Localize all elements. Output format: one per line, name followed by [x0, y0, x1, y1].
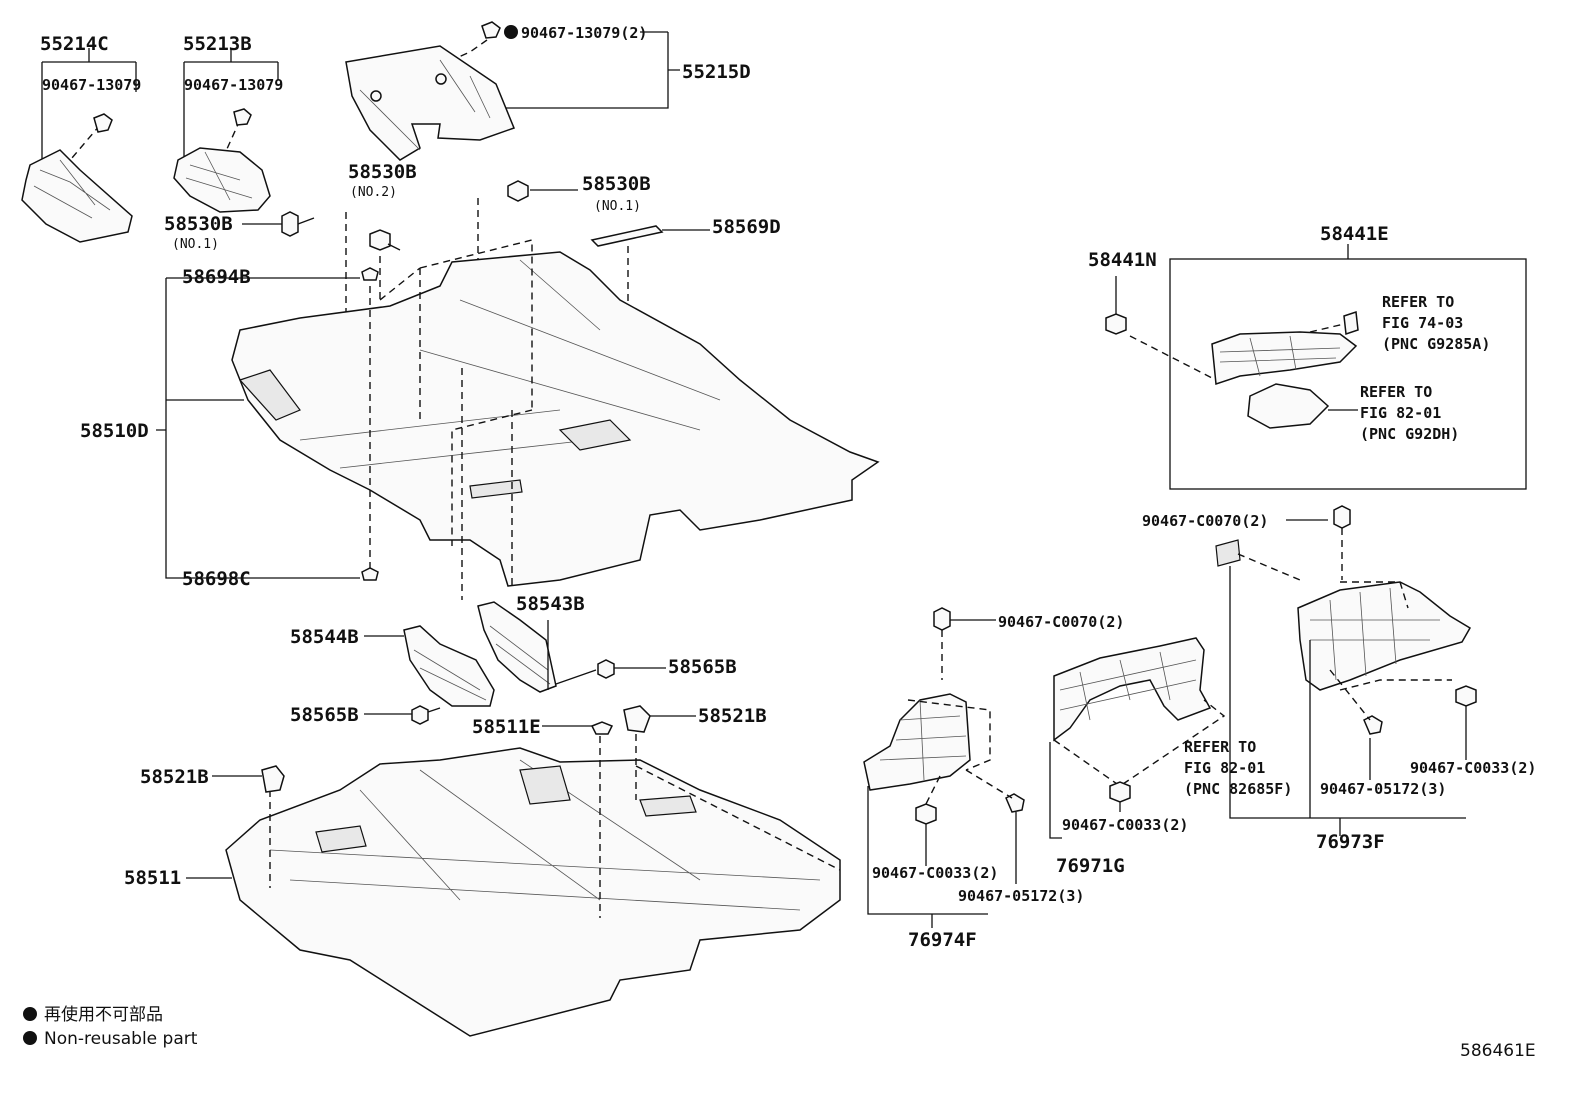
label-c0033-right: 90467-C0033(2)	[1410, 759, 1536, 777]
label-55213B-clip: 90467-13079	[184, 76, 283, 94]
label-no2: (NO.2)	[350, 185, 397, 200]
label-refer3-a: REFER TO	[1184, 738, 1256, 756]
label-58694B: 58694B	[182, 266, 251, 288]
legend-line-jp: 再使用不可部品	[44, 1004, 163, 1025]
label-55214C: 55214C	[40, 33, 109, 55]
label-58510D: 58510D	[80, 420, 149, 442]
label-c0033-left: 90467-C0033(2)	[872, 864, 998, 882]
label-no1-left: (NO.1)	[172, 237, 219, 252]
label-refer1-c: (PNC G9285A)	[1382, 335, 1490, 353]
part-76974F-group	[863, 607, 1025, 928]
label-05172-left: 90467-05172(3)	[958, 887, 1084, 905]
label-55215D-clip: 90467-13079(2)	[521, 24, 647, 42]
non-reusable-dot-icon	[23, 1007, 37, 1021]
part-58441E-group	[1105, 244, 1527, 490]
label-58530B-no1-left: 58530B	[164, 213, 233, 235]
label-refer1-b: FIG 74-03	[1382, 314, 1463, 332]
label-c0070-right: 90467-C0070(2)	[1142, 512, 1268, 530]
clip-group-58530B	[242, 180, 710, 390]
label-58569D: 58569D	[712, 216, 781, 238]
non-reusable-dot-icon-2	[23, 1031, 37, 1045]
label-58544B: 58544B	[290, 626, 359, 648]
legend-line-en: Non-reusable part	[44, 1029, 198, 1049]
label-58543B: 58543B	[516, 593, 585, 615]
label-58530B-no2: 58530B	[348, 161, 417, 183]
part-55215D	[345, 21, 680, 161]
label-58565B-right: 58565B	[668, 656, 737, 678]
label-refer3-c: (PNC 82685F)	[1184, 780, 1292, 798]
label-76971G: 76971G	[1056, 855, 1125, 877]
label-76974F: 76974F	[908, 929, 977, 951]
part-55214C	[21, 48, 137, 243]
label-58521B-right: 58521B	[698, 705, 767, 727]
label-refer2-a: REFER TO	[1360, 383, 1432, 401]
label-refer2-b: FIG 82-01	[1360, 404, 1441, 422]
label-58530B-no1-right: 58530B	[582, 173, 651, 195]
label-55213B: 55213B	[183, 33, 252, 55]
label-refer2-c: (PNC G92DH)	[1360, 425, 1459, 443]
label-58441N: 58441N	[1088, 249, 1157, 271]
label-76973F: 76973F	[1316, 831, 1385, 853]
part-76971G-group	[1049, 637, 1226, 839]
figure-id: 586461E	[1460, 1041, 1536, 1061]
label-58511E: 58511E	[472, 716, 541, 738]
label-58565B-left: 58565B	[290, 704, 359, 726]
label-refer1-a: REFER TO	[1382, 293, 1454, 311]
label-05172-right: 90467-05172(3)	[1320, 780, 1446, 798]
label-58511: 58511	[124, 867, 181, 889]
label-58521B-left: 58521B	[140, 766, 209, 788]
label-c0070-mid: 90467-C0070(2)	[998, 613, 1124, 631]
label-58441E: 58441E	[1320, 223, 1389, 245]
label-58698C: 58698C	[182, 568, 251, 590]
part-58511-floor	[186, 705, 841, 1037]
part-55213B	[173, 48, 279, 213]
label-c0033-mid: 90467-C0033(2)	[1062, 816, 1188, 834]
label-55214C-clip: 90467-13079	[42, 76, 141, 94]
part-58543B-58544B	[364, 601, 666, 725]
label-no1-right: (NO.1)	[594, 199, 641, 214]
part-58510D-carpet	[156, 239, 880, 600]
part-76973F-group	[1215, 505, 1477, 836]
label-55215D: 55215D	[682, 61, 751, 83]
label-refer3-b: FIG 82-01	[1184, 759, 1265, 777]
